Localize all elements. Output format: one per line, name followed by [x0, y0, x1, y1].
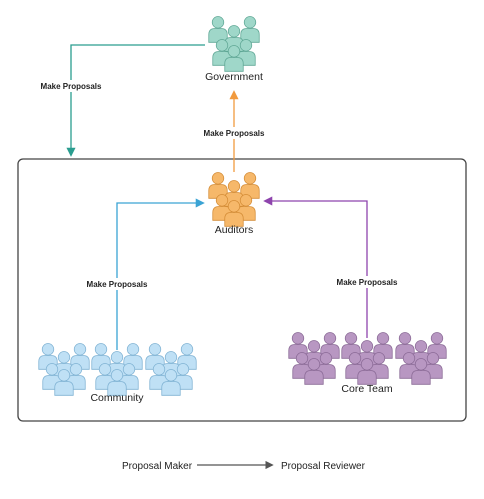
edge-label-auditors: Make Proposals [198, 127, 270, 139]
edge-label-government-text: Make Proposals [41, 82, 102, 91]
legend-reviewer-label: Proposal Reviewer [281, 461, 366, 472]
government-label: Government [205, 71, 263, 83]
edge-core-team-to-auditors [263, 196, 368, 338]
core-team-people-icon [288, 332, 447, 385]
legend: Proposal Maker Proposal Reviewer [122, 460, 366, 472]
edge-label-government: Make Proposals [36, 80, 108, 92]
organization-container [17, 158, 467, 422]
community-people-icon [38, 343, 197, 396]
edge-government-to-container [66, 44, 205, 157]
auditors-people-icon [208, 172, 260, 227]
legend-maker-label: Proposal Maker [122, 461, 193, 472]
edge-label-auditors-text: Make Proposals [204, 129, 265, 138]
government-people-icon [208, 16, 260, 72]
edge-label-community-text: Make Proposals [87, 280, 148, 289]
edge-community-to-auditors [116, 198, 205, 350]
edge-label-community: Make Proposals [81, 278, 153, 290]
auditors-label: Auditors [215, 224, 254, 236]
edge-label-core-team-text: Make Proposals [337, 278, 398, 287]
edge-label-core-team: Make Proposals [331, 276, 403, 288]
core-team-label: Core Team [341, 383, 392, 395]
community-label: Community [90, 392, 144, 404]
